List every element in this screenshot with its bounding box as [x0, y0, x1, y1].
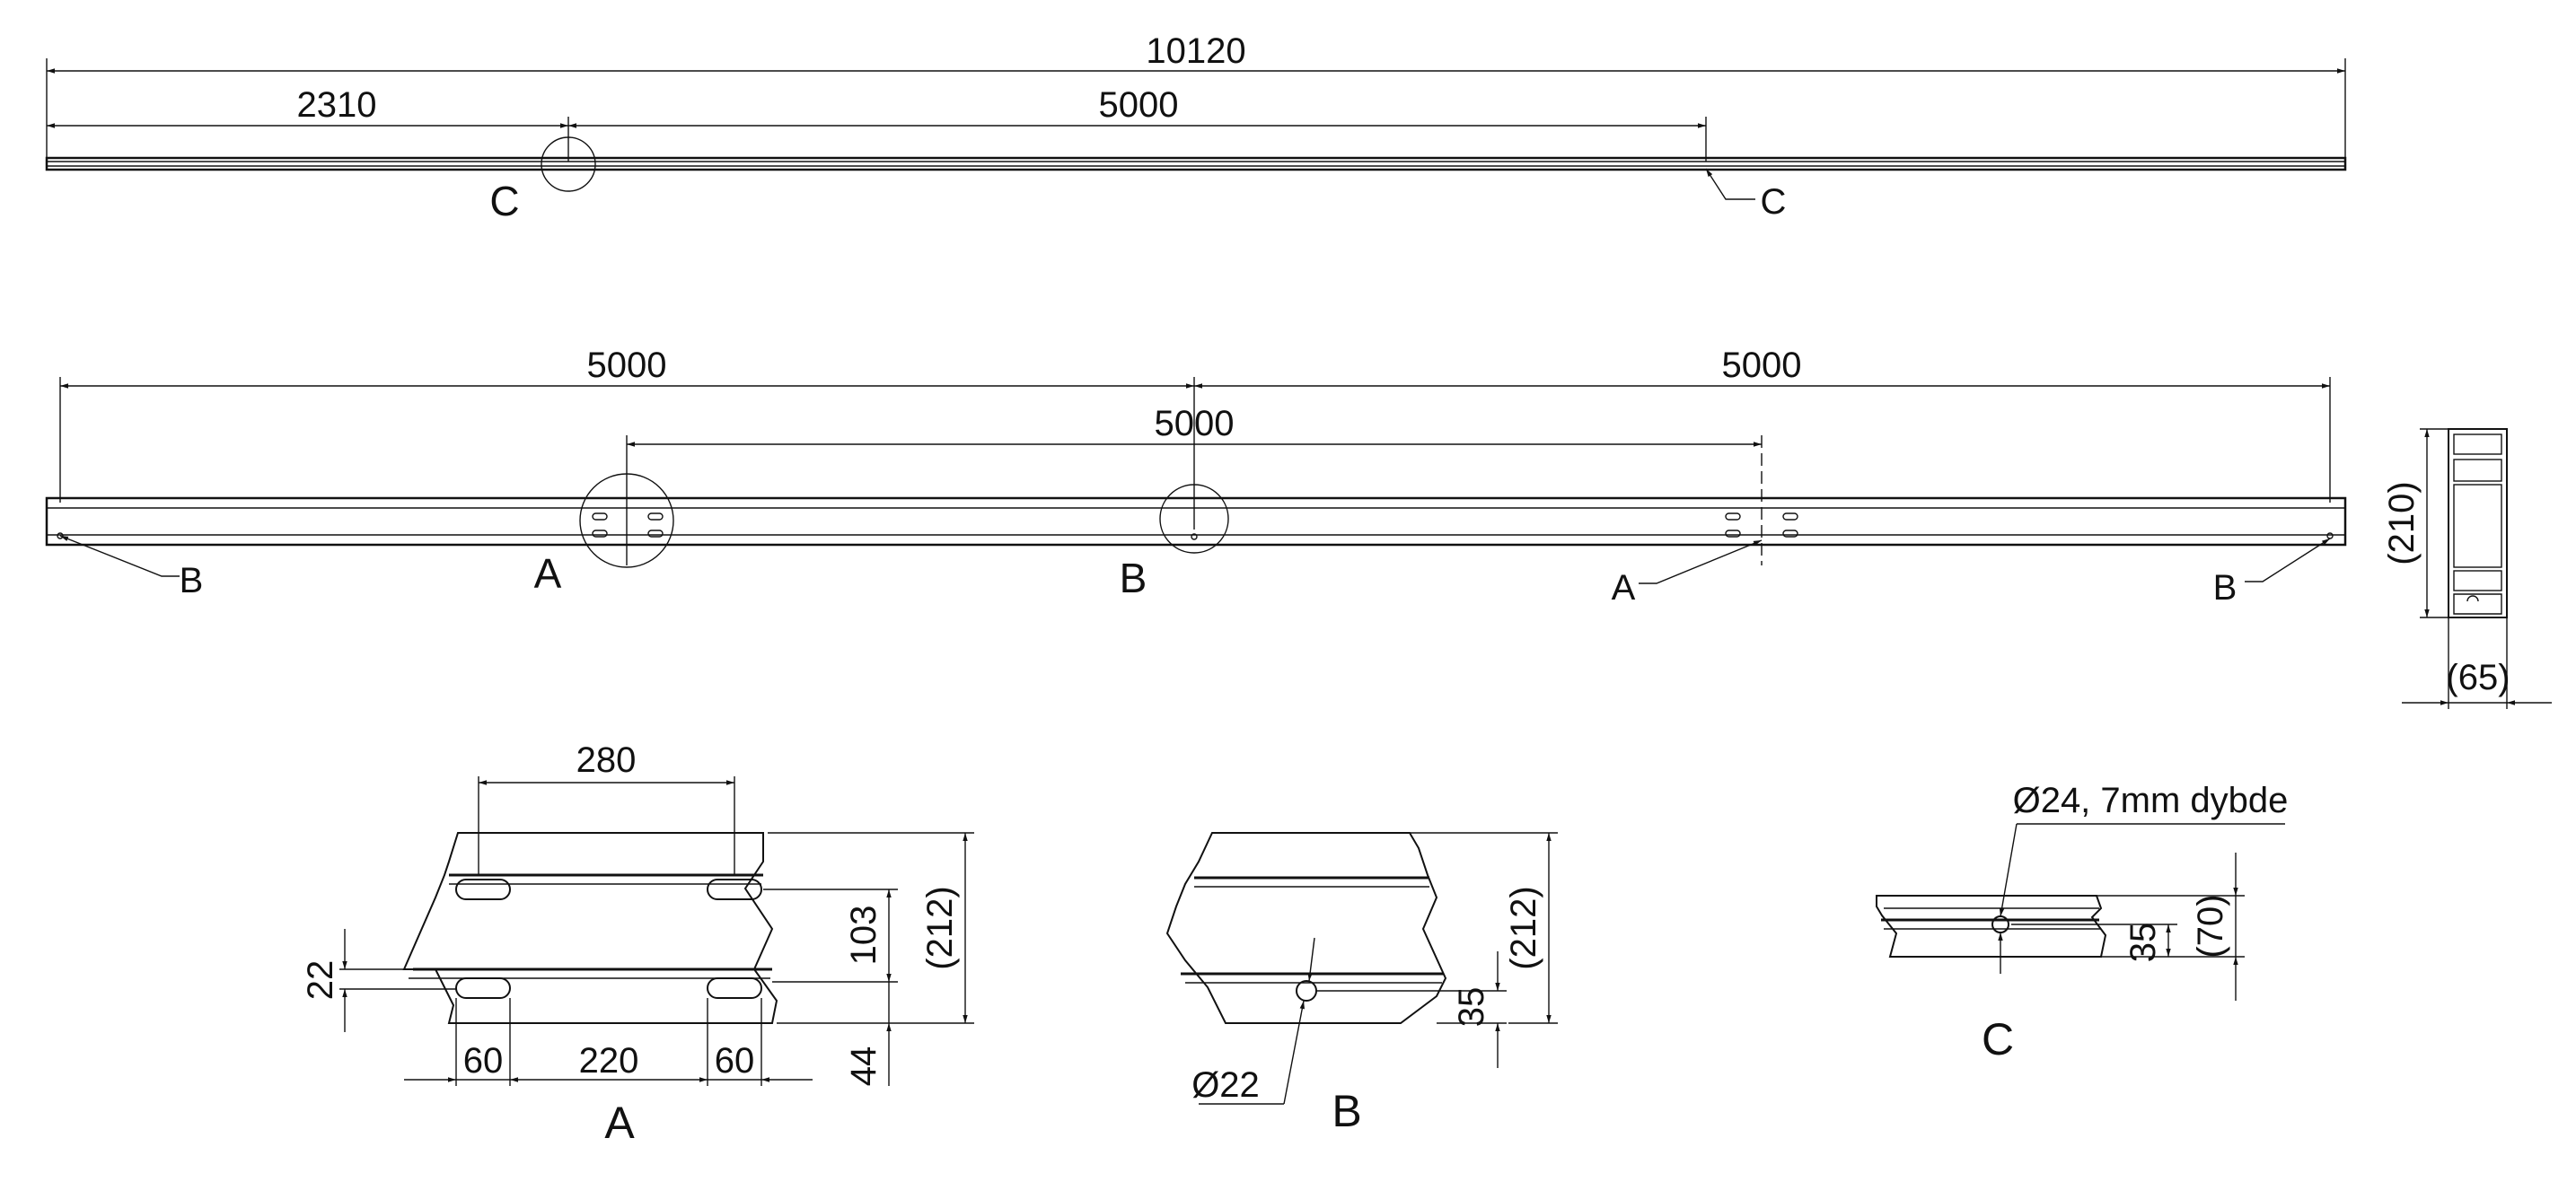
dim-total-height-a: (212) [920, 886, 960, 969]
dim-slot-spacing-top: 280 [576, 740, 637, 780]
slot-bottom-right [707, 977, 762, 999]
dim-hole-offset: 35 [1452, 987, 1491, 1028]
detail-c-label: C [1982, 1014, 2014, 1064]
detail-b: Ø22 35 (212) B [1165, 832, 1558, 1136]
dim-span-middle: 5000 [1155, 404, 1235, 443]
dim-total-height-b: (212) [1504, 886, 1543, 969]
dim-slot-width-right: 60 [715, 1041, 755, 1081]
callout-a-left: A [534, 550, 562, 597]
dim-slot-width-left: 60 [463, 1041, 504, 1081]
dim-hole-diameter: Ø22 [1191, 1065, 1260, 1105]
detail-circle-a [579, 473, 674, 568]
detail-c: Ø24, 7mm dybde 35 (70) C [1876, 781, 2289, 1064]
dim-lower-offset: 44 [844, 1046, 884, 1087]
slot-top-left [455, 879, 511, 900]
detail-circle-b [1159, 484, 1229, 554]
dim-section-height: (210) [2382, 481, 2422, 565]
callout-c-right: C [1761, 182, 1787, 222]
dim-section-width: (65) [2446, 658, 2510, 697]
dim-slot-spacing-bottom: 220 [579, 1041, 639, 1081]
slots-a-right [1725, 512, 1798, 538]
dim-span-left: 5000 [587, 346, 667, 385]
callout-a-right: A [1612, 568, 1636, 608]
callout-b-left: B [180, 561, 204, 600]
slot-bottom-left [455, 977, 511, 999]
callout-b-mid: B [1120, 555, 1147, 601]
rail-top-view [45, 156, 2347, 171]
dim-overall-length: 10120 [1146, 31, 1245, 71]
detail-a-label: A [604, 1098, 635, 1148]
callout-b-right: B [2213, 568, 2238, 608]
note-counterbore: Ø24, 7mm dybde [2013, 781, 2289, 820]
dim-upper-offset: 103 [844, 906, 884, 966]
detail-a: 280 22 (212) 103 44 60 220 60 A [301, 740, 974, 1148]
slots-a-left [592, 512, 664, 538]
hole-b [1296, 980, 1317, 1002]
rail-side-view [45, 496, 2347, 547]
dim-c-height: (70) [2191, 894, 2230, 958]
dim-offset-left: 2310 [297, 85, 377, 125]
cross-section: (210) (65) [2382, 428, 2552, 709]
callout-c-left: C [489, 178, 519, 224]
side-view: 5000 5000 5000 [45, 346, 2347, 608]
dim-span-right: 5000 [1722, 346, 1802, 385]
slot-top-right [707, 879, 762, 900]
dim-slot-height: 22 [301, 960, 340, 1001]
top-view: 10120 2310 5000 C C [45, 31, 2347, 224]
dim-center-span: 5000 [1099, 85, 1179, 125]
detail-circle-c-left [541, 136, 596, 192]
detail-b-label: B [1332, 1086, 1361, 1136]
dim-c-offset: 35 [2123, 923, 2163, 963]
